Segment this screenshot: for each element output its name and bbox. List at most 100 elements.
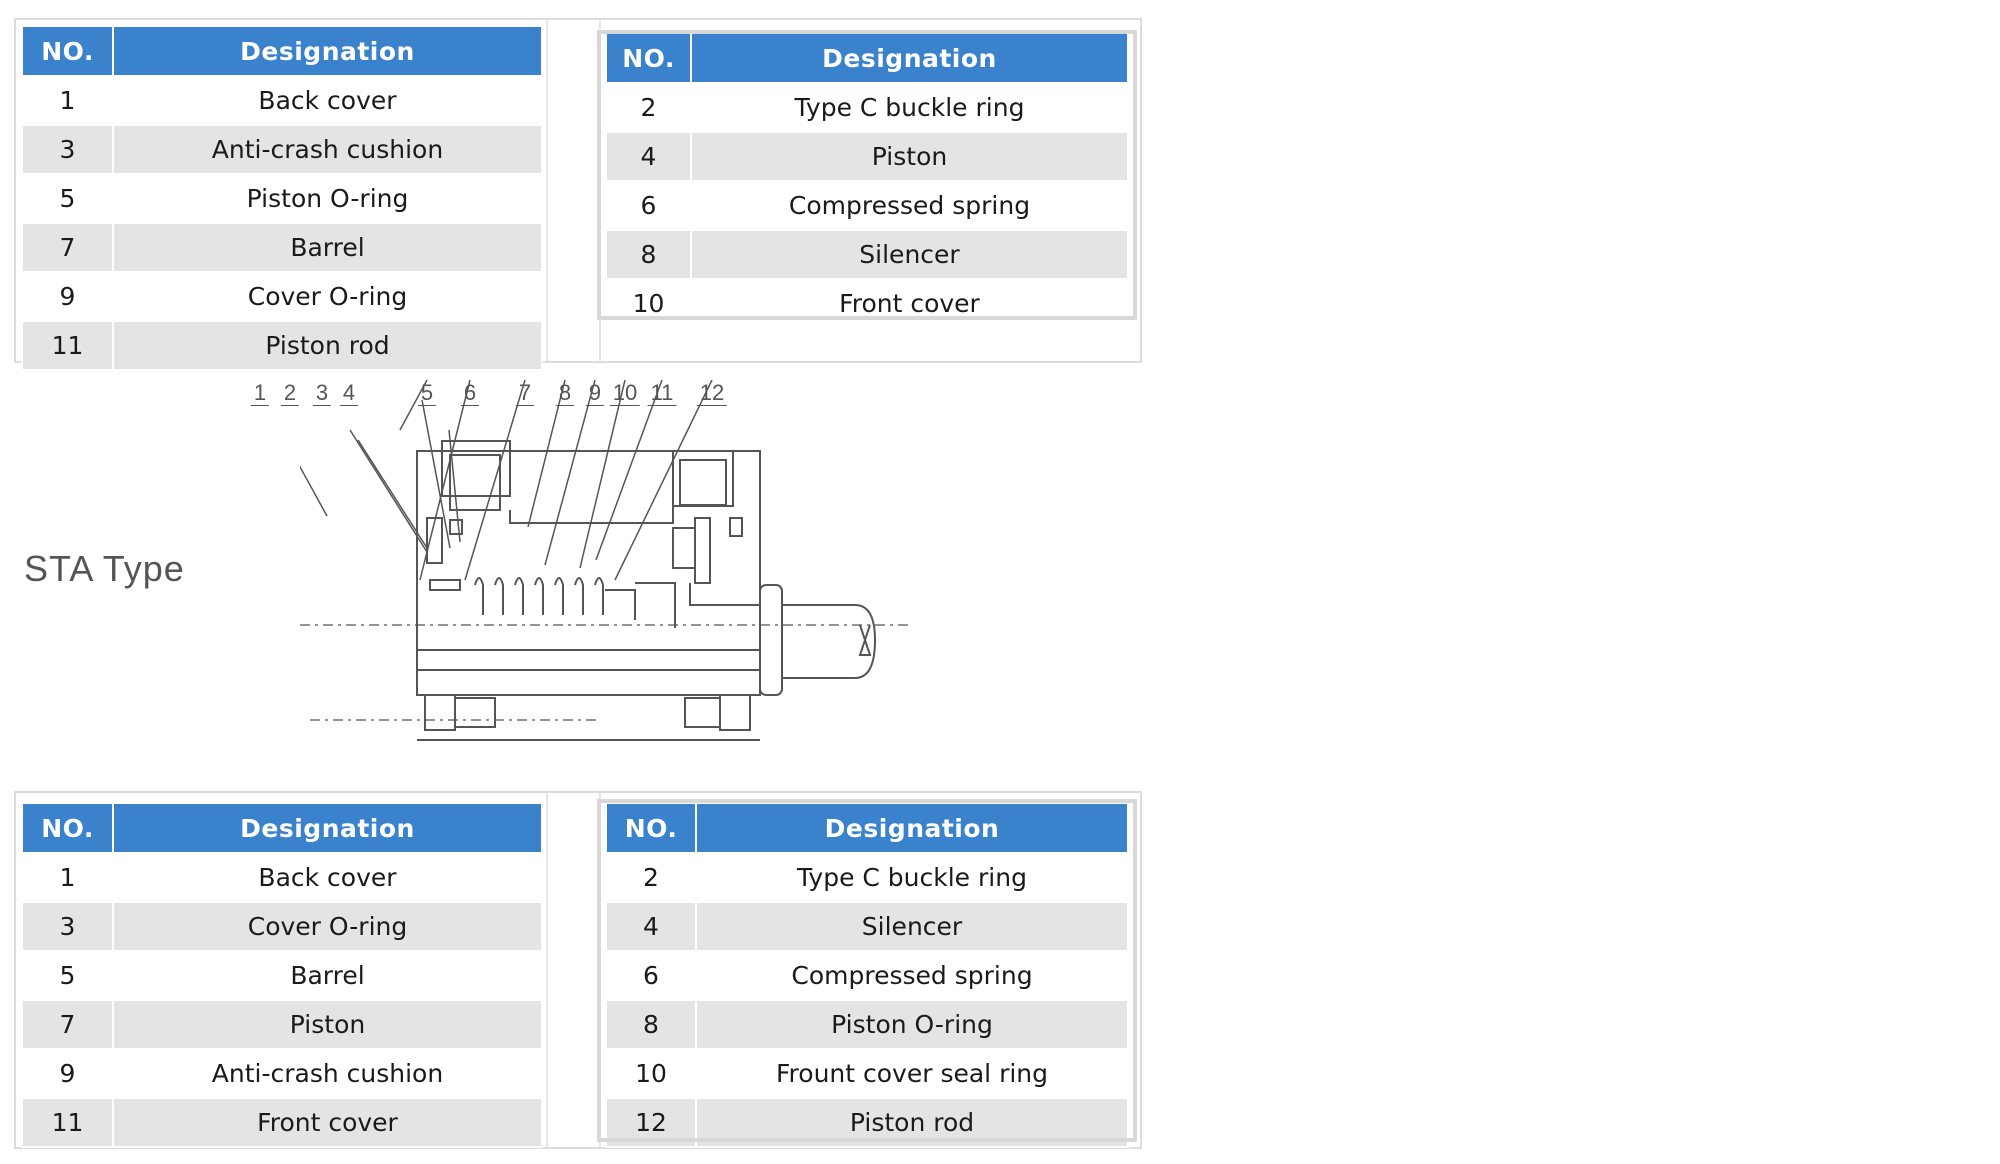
part-number-cell: 2 xyxy=(605,852,697,903)
part-number-cell: 2 xyxy=(605,82,692,133)
callout-11: 11 xyxy=(647,381,677,406)
callout-2: 2 xyxy=(280,381,300,406)
part-number-cell: 9 xyxy=(21,271,114,322)
callout-7: 7 xyxy=(515,381,535,406)
part-designation-cell: Anti-crash cushion xyxy=(112,124,543,175)
part-number-cell: 5 xyxy=(21,950,114,1001)
part-designation-cell: Barrel xyxy=(112,950,543,1001)
part-designation-cell: Compressed spring xyxy=(690,180,1129,231)
part-designation-cell: Back cover xyxy=(112,75,543,126)
part-number-cell: 5 xyxy=(21,173,114,224)
part-number-cell: 9 xyxy=(21,1048,114,1099)
bottom-right-table-frame xyxy=(597,799,1137,1142)
part-designation-cell: Piston xyxy=(112,999,543,1050)
column-header-no: NO. xyxy=(605,802,697,854)
part-designation-cell: Piston O-ring xyxy=(695,999,1129,1050)
part-number-cell: 1 xyxy=(21,852,114,903)
part-designation-cell: Type C buckle ring xyxy=(690,82,1129,133)
callout-12: 12 xyxy=(696,381,728,406)
column-header-designation: Designation xyxy=(112,802,543,854)
piston-rod xyxy=(759,584,783,696)
panel-divider xyxy=(546,793,601,1147)
part-number-cell: 3 xyxy=(21,124,114,175)
compressed-spring xyxy=(474,577,604,615)
part-designation-cell: Back cover xyxy=(112,852,543,903)
part-designation-cell: Front cover xyxy=(112,1097,543,1148)
cylinder-cross-section-diagram xyxy=(300,380,910,741)
part-designation-cell: Piston O-ring xyxy=(112,173,543,224)
part-number-cell: 10 xyxy=(605,1048,697,1099)
part-number-cell: 11 xyxy=(21,320,114,371)
column-header-designation: Designation xyxy=(112,25,543,77)
part-number-cell: 7 xyxy=(21,999,114,1050)
part-number-cell: 11 xyxy=(21,1097,114,1148)
part-number-cell: 7 xyxy=(21,222,114,273)
part-number-cell: 6 xyxy=(605,950,697,1001)
callout-1: 1 xyxy=(250,381,270,406)
part-designation-cell: Silencer xyxy=(690,229,1129,280)
column-header-no: NO. xyxy=(605,32,692,84)
part-designation-cell: Cover O-ring xyxy=(112,901,543,952)
part-number-cell: 8 xyxy=(605,999,697,1050)
column-header-no: NO. xyxy=(21,802,114,854)
column-header-designation: Designation xyxy=(695,802,1129,854)
column-header-designation: Designation xyxy=(690,32,1129,84)
diagram-type-label: STA Type xyxy=(24,548,185,589)
part-designation-cell: Type C buckle ring xyxy=(695,852,1129,903)
part-designation-cell: Piston xyxy=(690,131,1129,182)
part-designation-cell: Cover O-ring xyxy=(112,271,543,322)
callout-3: 3 xyxy=(312,381,332,406)
part-designation-cell: Silencer xyxy=(695,901,1129,952)
part-number-cell: 6 xyxy=(605,180,692,231)
callout-10: 10 xyxy=(609,381,641,406)
part-designation-cell: Barrel xyxy=(112,222,543,273)
part-designation-cell: Frount cover seal ring xyxy=(695,1048,1129,1099)
cylinder-body xyxy=(416,450,761,696)
part-number-cell: 4 xyxy=(605,901,697,952)
column-header-no: NO. xyxy=(21,25,114,77)
callout-4: 4 xyxy=(339,381,359,406)
panel-divider xyxy=(546,20,601,361)
callout-9: 9 xyxy=(585,381,605,406)
callout-6: 6 xyxy=(460,381,480,406)
left-port-block xyxy=(441,440,511,497)
part-number-cell: 8 xyxy=(605,229,692,280)
part-number-cell: 3 xyxy=(21,901,114,952)
part-number-cell: 1 xyxy=(21,75,114,126)
part-number-cell: 4 xyxy=(605,131,692,182)
callout-5: 5 xyxy=(417,381,437,406)
callout-8: 8 xyxy=(555,381,575,406)
top-right-table-frame xyxy=(597,30,1137,320)
callout-leaders xyxy=(300,465,328,517)
part-designation-cell: Anti-crash cushion xyxy=(112,1048,543,1099)
part-designation-cell: Compressed spring xyxy=(695,950,1129,1001)
